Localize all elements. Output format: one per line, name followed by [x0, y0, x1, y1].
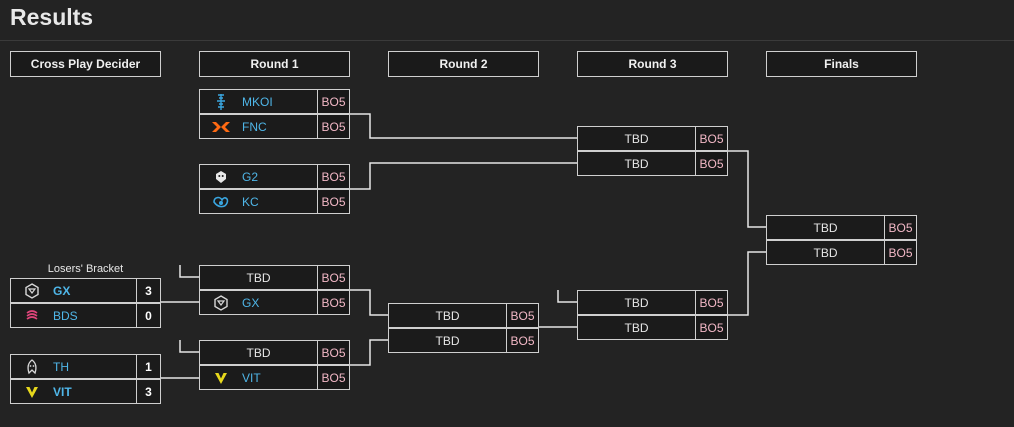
team-name[interactable]: G2: [242, 169, 259, 184]
team-slot[interactable]: TBD BO5: [388, 303, 539, 328]
team-slot[interactable]: TBD BO5: [388, 328, 539, 353]
team-name: TBD: [435, 333, 460, 348]
losers-bracket-label: Losers' Bracket: [47, 263, 124, 275]
best-of-label: BO5: [884, 241, 916, 264]
team-score: 3: [136, 279, 160, 302]
vit-logo-icon: [200, 366, 242, 389]
gx-logo-icon: [200, 291, 242, 314]
title-divider: [0, 40, 1014, 41]
connector-r1m1-r3m1: [350, 113, 577, 139]
team-name[interactable]: FNC: [242, 119, 267, 134]
header-round-1: Round 1: [199, 51, 350, 77]
team-name: TBD: [435, 308, 460, 323]
round1-match-4[interactable]: TBD BO5 VIT BO5: [199, 340, 350, 390]
team-slot[interactable]: TBD BO5: [199, 340, 350, 365]
team-slot[interactable]: MKOI BO5: [199, 89, 350, 114]
team-name[interactable]: VIT: [53, 384, 72, 399]
team-name[interactable]: VIT: [242, 370, 261, 385]
team-slot[interactable]: TBD BO5: [577, 126, 728, 151]
team-score: 1: [136, 355, 160, 378]
best-of-label: BO5: [695, 291, 727, 314]
team-name[interactable]: GX: [242, 295, 260, 310]
best-of-label: BO5: [317, 90, 349, 113]
team-name[interactable]: KC: [242, 194, 259, 209]
best-of-label: BO5: [695, 316, 727, 339]
team-name: TBD: [813, 245, 838, 260]
page-title: Results: [10, 4, 94, 30]
best-of-label: BO5: [317, 165, 349, 188]
connector-r3m1-finals: [728, 150, 766, 228]
round3-match-1[interactable]: TBD BO5 TBD BO5: [577, 126, 728, 176]
best-of-label: BO5: [884, 216, 916, 239]
team-name[interactable]: MKOI: [242, 94, 273, 109]
team-slot[interactable]: G2 BO5: [199, 164, 350, 189]
team-slot[interactable]: TBD BO5: [577, 151, 728, 176]
vit-logo-icon: [11, 380, 53, 403]
header-round-2: Round 2: [388, 51, 539, 77]
g2-logo-icon: [200, 165, 242, 188]
best-of-label: BO5: [317, 266, 349, 289]
finals-match[interactable]: TBD BO5 TBD BO5: [766, 215, 917, 265]
team-name: TBD: [813, 220, 838, 235]
best-of-label: BO5: [317, 341, 349, 364]
decider-match-1[interactable]: GX 3 BDS 0: [10, 278, 161, 328]
bds-logo-icon: [11, 304, 53, 327]
best-of-label: BO5: [317, 291, 349, 314]
team-name[interactable]: BDS: [53, 308, 78, 323]
connector-r1m3-r2: [350, 289, 389, 316]
team-name: TBD: [624, 320, 649, 335]
decider-match-2[interactable]: TH 1 VIT 3: [10, 354, 161, 404]
team-name[interactable]: TH: [53, 359, 69, 374]
team-name[interactable]: GX: [53, 283, 71, 298]
round3-match-2[interactable]: TBD BO5 TBD BO5: [577, 290, 728, 340]
team-name: TBD: [624, 156, 649, 171]
team-score: 3: [136, 380, 160, 403]
team-slot[interactable]: TBD BO5: [199, 265, 350, 290]
team-slot[interactable]: VIT 3: [10, 379, 161, 404]
team-name: TBD: [246, 270, 271, 285]
team-slot[interactable]: GX 3: [10, 278, 161, 303]
team-name: TBD: [246, 345, 271, 360]
connector-stub-r1m3: [179, 265, 200, 278]
best-of-label: BO5: [506, 304, 538, 327]
connector-stub-r1m4: [179, 340, 200, 353]
header-round-3: Round 3: [577, 51, 728, 77]
best-of-label: BO5: [695, 152, 727, 175]
team-slot[interactable]: TBD BO5: [577, 290, 728, 315]
team-name: TBD: [624, 131, 649, 146]
header-finals: Finals: [766, 51, 917, 77]
fnc-logo-icon: [200, 115, 242, 138]
team-slot[interactable]: BDS 0: [10, 303, 161, 328]
round2-match-1[interactable]: TBD BO5 TBD BO5: [388, 303, 539, 353]
team-slot[interactable]: TBD BO5: [766, 215, 917, 240]
team-slot[interactable]: FNC BO5: [199, 114, 350, 139]
connector-stub-r3m2: [557, 290, 577, 303]
team-slot[interactable]: KC BO5: [199, 189, 350, 214]
round1-match-2[interactable]: G2 BO5 KC BO5: [199, 164, 350, 214]
th-logo-icon: [11, 355, 53, 378]
connector-r3m2-finals: [728, 251, 766, 316]
header-cross-play-decider: Cross Play Decider: [10, 51, 161, 77]
team-slot[interactable]: TBD BO5: [577, 315, 728, 340]
team-slot[interactable]: TH 1: [10, 354, 161, 379]
team-slot[interactable]: GX BO5: [199, 290, 350, 315]
best-of-label: BO5: [317, 115, 349, 138]
round1-match-1[interactable]: MKOI BO5 FNC BO5: [199, 89, 350, 139]
best-of-label: BO5: [317, 190, 349, 213]
best-of-label: BO5: [695, 127, 727, 150]
connector-r1m2-r3m1: [350, 162, 577, 190]
team-slot[interactable]: TBD BO5: [766, 240, 917, 265]
team-slot[interactable]: VIT BO5: [199, 365, 350, 390]
best-of-label: BO5: [317, 366, 349, 389]
connector-r1m4-r2: [350, 339, 389, 366]
team-score: 0: [136, 304, 160, 327]
gx-logo-icon: [11, 279, 53, 302]
team-name: TBD: [624, 295, 649, 310]
best-of-label: BO5: [506, 329, 538, 352]
kc-logo-icon: [200, 190, 242, 213]
round1-match-3[interactable]: TBD BO5 GX BO5: [199, 265, 350, 315]
mkoi-logo-icon: [200, 90, 242, 113]
